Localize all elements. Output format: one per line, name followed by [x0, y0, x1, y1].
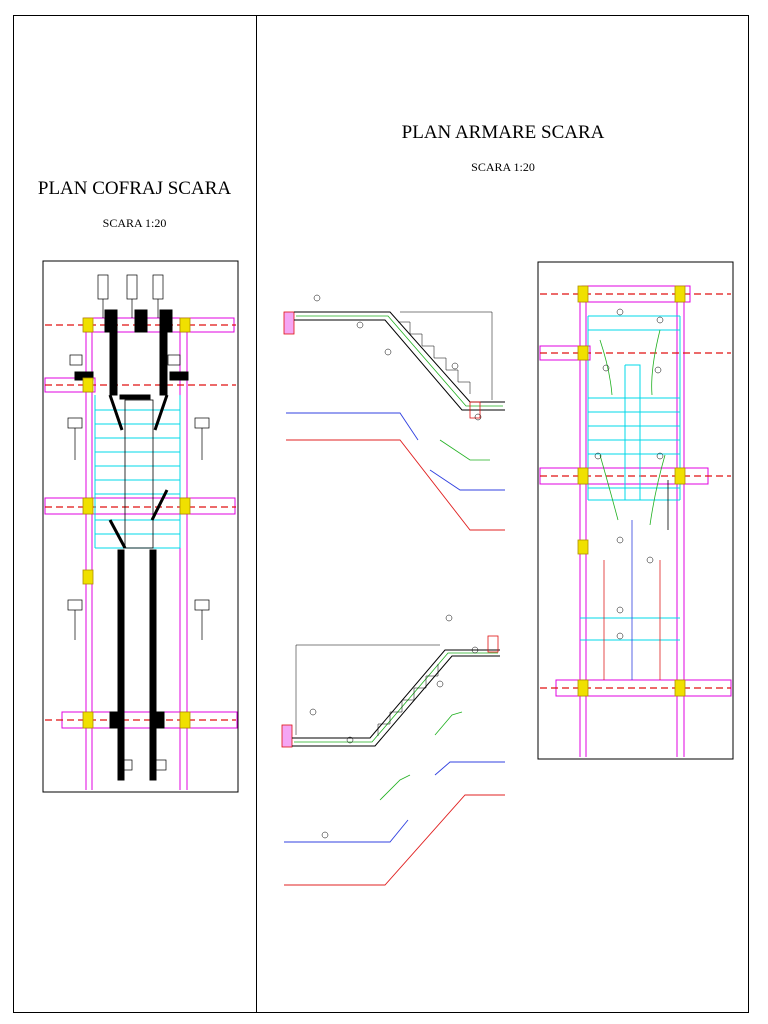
formwork-columns [82, 317, 191, 729]
formwork-walls [74, 309, 189, 781]
sheet-divider [256, 15, 257, 1013]
reinforcement-plan-scale: SCARA 1:20 [471, 160, 535, 174]
formwork-plan-title: PLAN COFRAJ SCARA [37, 178, 232, 199]
reinforcement-plan-frame [537, 261, 734, 760]
formwork-plan-scale: SCARA 1:20 [102, 216, 167, 230]
reinforcement-plan [537, 261, 734, 760]
reinforcement-plan-title: PLAN ARMARE SCARA [401, 122, 605, 143]
formwork-stair-treads [94, 395, 181, 549]
formwork-beams [44, 317, 238, 790]
formwork-plan-frame [42, 260, 239, 793]
formwork-axes [45, 324, 236, 721]
formwork-stairwell [124, 399, 154, 549]
stair-section-lower [281, 614, 505, 886]
formwork-plan [42, 260, 239, 793]
formwork-section-markers [67, 274, 210, 771]
drawing-sheet-border [13, 15, 749, 1013]
stair-section-upper [283, 294, 505, 531]
